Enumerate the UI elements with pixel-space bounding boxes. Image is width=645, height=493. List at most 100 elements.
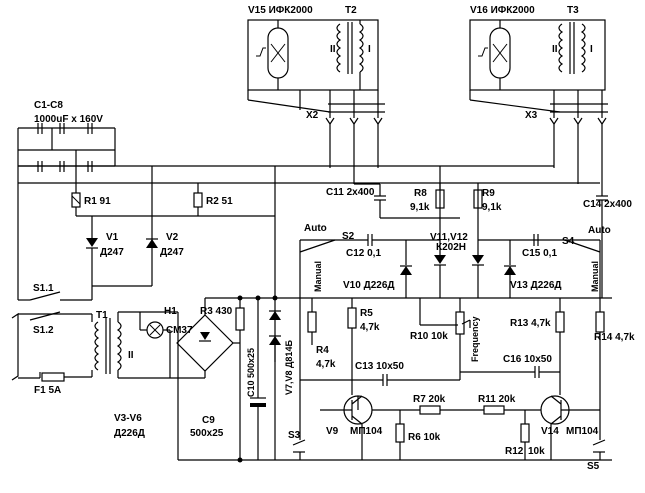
label-r2: R2 51 (206, 196, 233, 207)
switch-s1-1 (29, 286, 93, 301)
thyristor-v12 (472, 183, 560, 298)
label-r6: R6 10k (408, 432, 441, 443)
mains-input (11, 312, 92, 381)
label-r3: R3 430 (200, 306, 233, 317)
capacitor-c15 (533, 234, 539, 246)
label-t2-secondary: II (330, 44, 336, 55)
label-r11: R11 20k (478, 394, 516, 405)
switch-s1-2 (29, 311, 61, 321)
label-auto-right: Auto (588, 225, 611, 236)
label-r7: R7 20k (413, 394, 446, 405)
resistor-r8 (435, 183, 445, 209)
label-v3-v6-value: Д226Д (114, 428, 145, 439)
flash-lamp-block-right (469, 19, 606, 113)
indicator-lamp-h1 (139, 312, 171, 378)
label-v9-value: МП104 (350, 426, 383, 437)
resistor-r3 (235, 298, 245, 460)
label-c1-c8-value: 1000uF x 160V (34, 114, 103, 125)
label-t1-secondary: II (128, 350, 134, 361)
label-k202n: К202Н (436, 242, 466, 253)
label-cm37: СМ37 (166, 325, 193, 336)
label-c13: C13 10x50 (355, 361, 404, 372)
label-h1: H1 (164, 306, 177, 317)
label-v14-value: МП104 (566, 426, 599, 437)
label-t3-primary: I (590, 44, 593, 55)
resistor-r11 (483, 405, 541, 415)
resistor-r4 (307, 298, 317, 345)
label-r9-value: 9,1k (482, 202, 502, 213)
label-s3: S3 (288, 430, 301, 441)
fuse-f1 (41, 372, 92, 382)
flash-lamp-v16 (478, 20, 511, 90)
label-v2: V2 (166, 232, 179, 243)
label-f1: F1 5A (34, 385, 61, 396)
resistor-r13 (555, 298, 565, 395)
label-c12: C12 0,1 (346, 248, 381, 259)
label-r13: R13 4,7k (510, 318, 551, 329)
label-c11: C11 2x400 (326, 187, 375, 198)
label-c14: C14 2x400 (583, 199, 632, 210)
label-manual-right: Manual (590, 261, 600, 292)
switch-s2 (299, 239, 340, 253)
diode-bridge-v3-v6 (170, 298, 240, 379)
transformer-t1 (91, 312, 122, 378)
capacitor-c13 (300, 345, 461, 386)
label-r4-value: 4,7k (316, 359, 336, 370)
potentiometer-r10 (419, 298, 471, 345)
label-r12-value: 10k (528, 446, 545, 457)
switch-s4 (560, 239, 601, 298)
switch-s3 (292, 420, 306, 460)
label-x3: X3 (525, 110, 538, 121)
capacitor-c16 (460, 366, 560, 378)
label-r8: R8 (414, 188, 427, 199)
label-v9: V9 (326, 426, 339, 437)
diode-v1 (86, 216, 98, 286)
label-v10: V10 Д226Д (343, 280, 395, 291)
resistor-r1 (71, 166, 81, 216)
label-t3: T3 (567, 5, 579, 16)
diode-v10 (400, 240, 412, 298)
label-t1: T1 (96, 310, 108, 321)
label-v1: V1 (106, 232, 119, 243)
label-s5: S5 (587, 461, 600, 472)
label-c16: C16 10x50 (503, 354, 552, 365)
label-v14: V14 (541, 426, 559, 437)
flash-lamp-block-left (247, 19, 379, 113)
resistor-r14 (595, 298, 605, 420)
label-v3-v6: V3-V6 (114, 413, 142, 424)
capacitor-c10 (250, 298, 266, 460)
label-r10: R10 10k (410, 331, 448, 342)
thyristor-v11 (434, 166, 446, 298)
label-s2: S2 (342, 231, 355, 242)
label-s1-1: S1.1 (33, 283, 54, 294)
capacitor-c11 (354, 183, 460, 219)
label-v7-v8: V7,V8 Д814Б (284, 340, 294, 395)
resistor-r7 (357, 396, 484, 415)
resistor-r5 (347, 298, 357, 395)
resistor-r2 (193, 183, 203, 216)
label-t2-primary: I (368, 44, 371, 55)
label-x2: X2 (306, 110, 319, 121)
diode-v2 (146, 238, 158, 286)
label-r1: R1 91 (84, 196, 111, 207)
resistor-r12 (520, 410, 530, 460)
label-r14: R14 4,7k (594, 332, 635, 343)
label-r5-value: 4,7k (360, 322, 380, 333)
label-c9-value: 500x25 (190, 428, 224, 439)
label-auto-left: Auto (304, 223, 327, 234)
resistor-r9 (473, 189, 483, 209)
capacitor-bank-c1-c8 (17, 123, 116, 172)
transformer-t3 (558, 22, 586, 74)
label-v15: V15 ИФК2000 (248, 5, 313, 16)
label-r8-value: 9,1k (410, 202, 430, 213)
label-v1-value: Д247 (100, 247, 124, 258)
resistor-r6 (395, 410, 405, 460)
label-t3-secondary: II (552, 44, 558, 55)
transformer-t2 (336, 20, 364, 90)
label-s1-2: S1.2 (33, 325, 54, 336)
capacitor-c12 (340, 234, 440, 246)
label-c1-c8: C1-C8 (34, 100, 63, 111)
diode-v13 (504, 240, 516, 298)
connector-x3 (549, 90, 608, 186)
